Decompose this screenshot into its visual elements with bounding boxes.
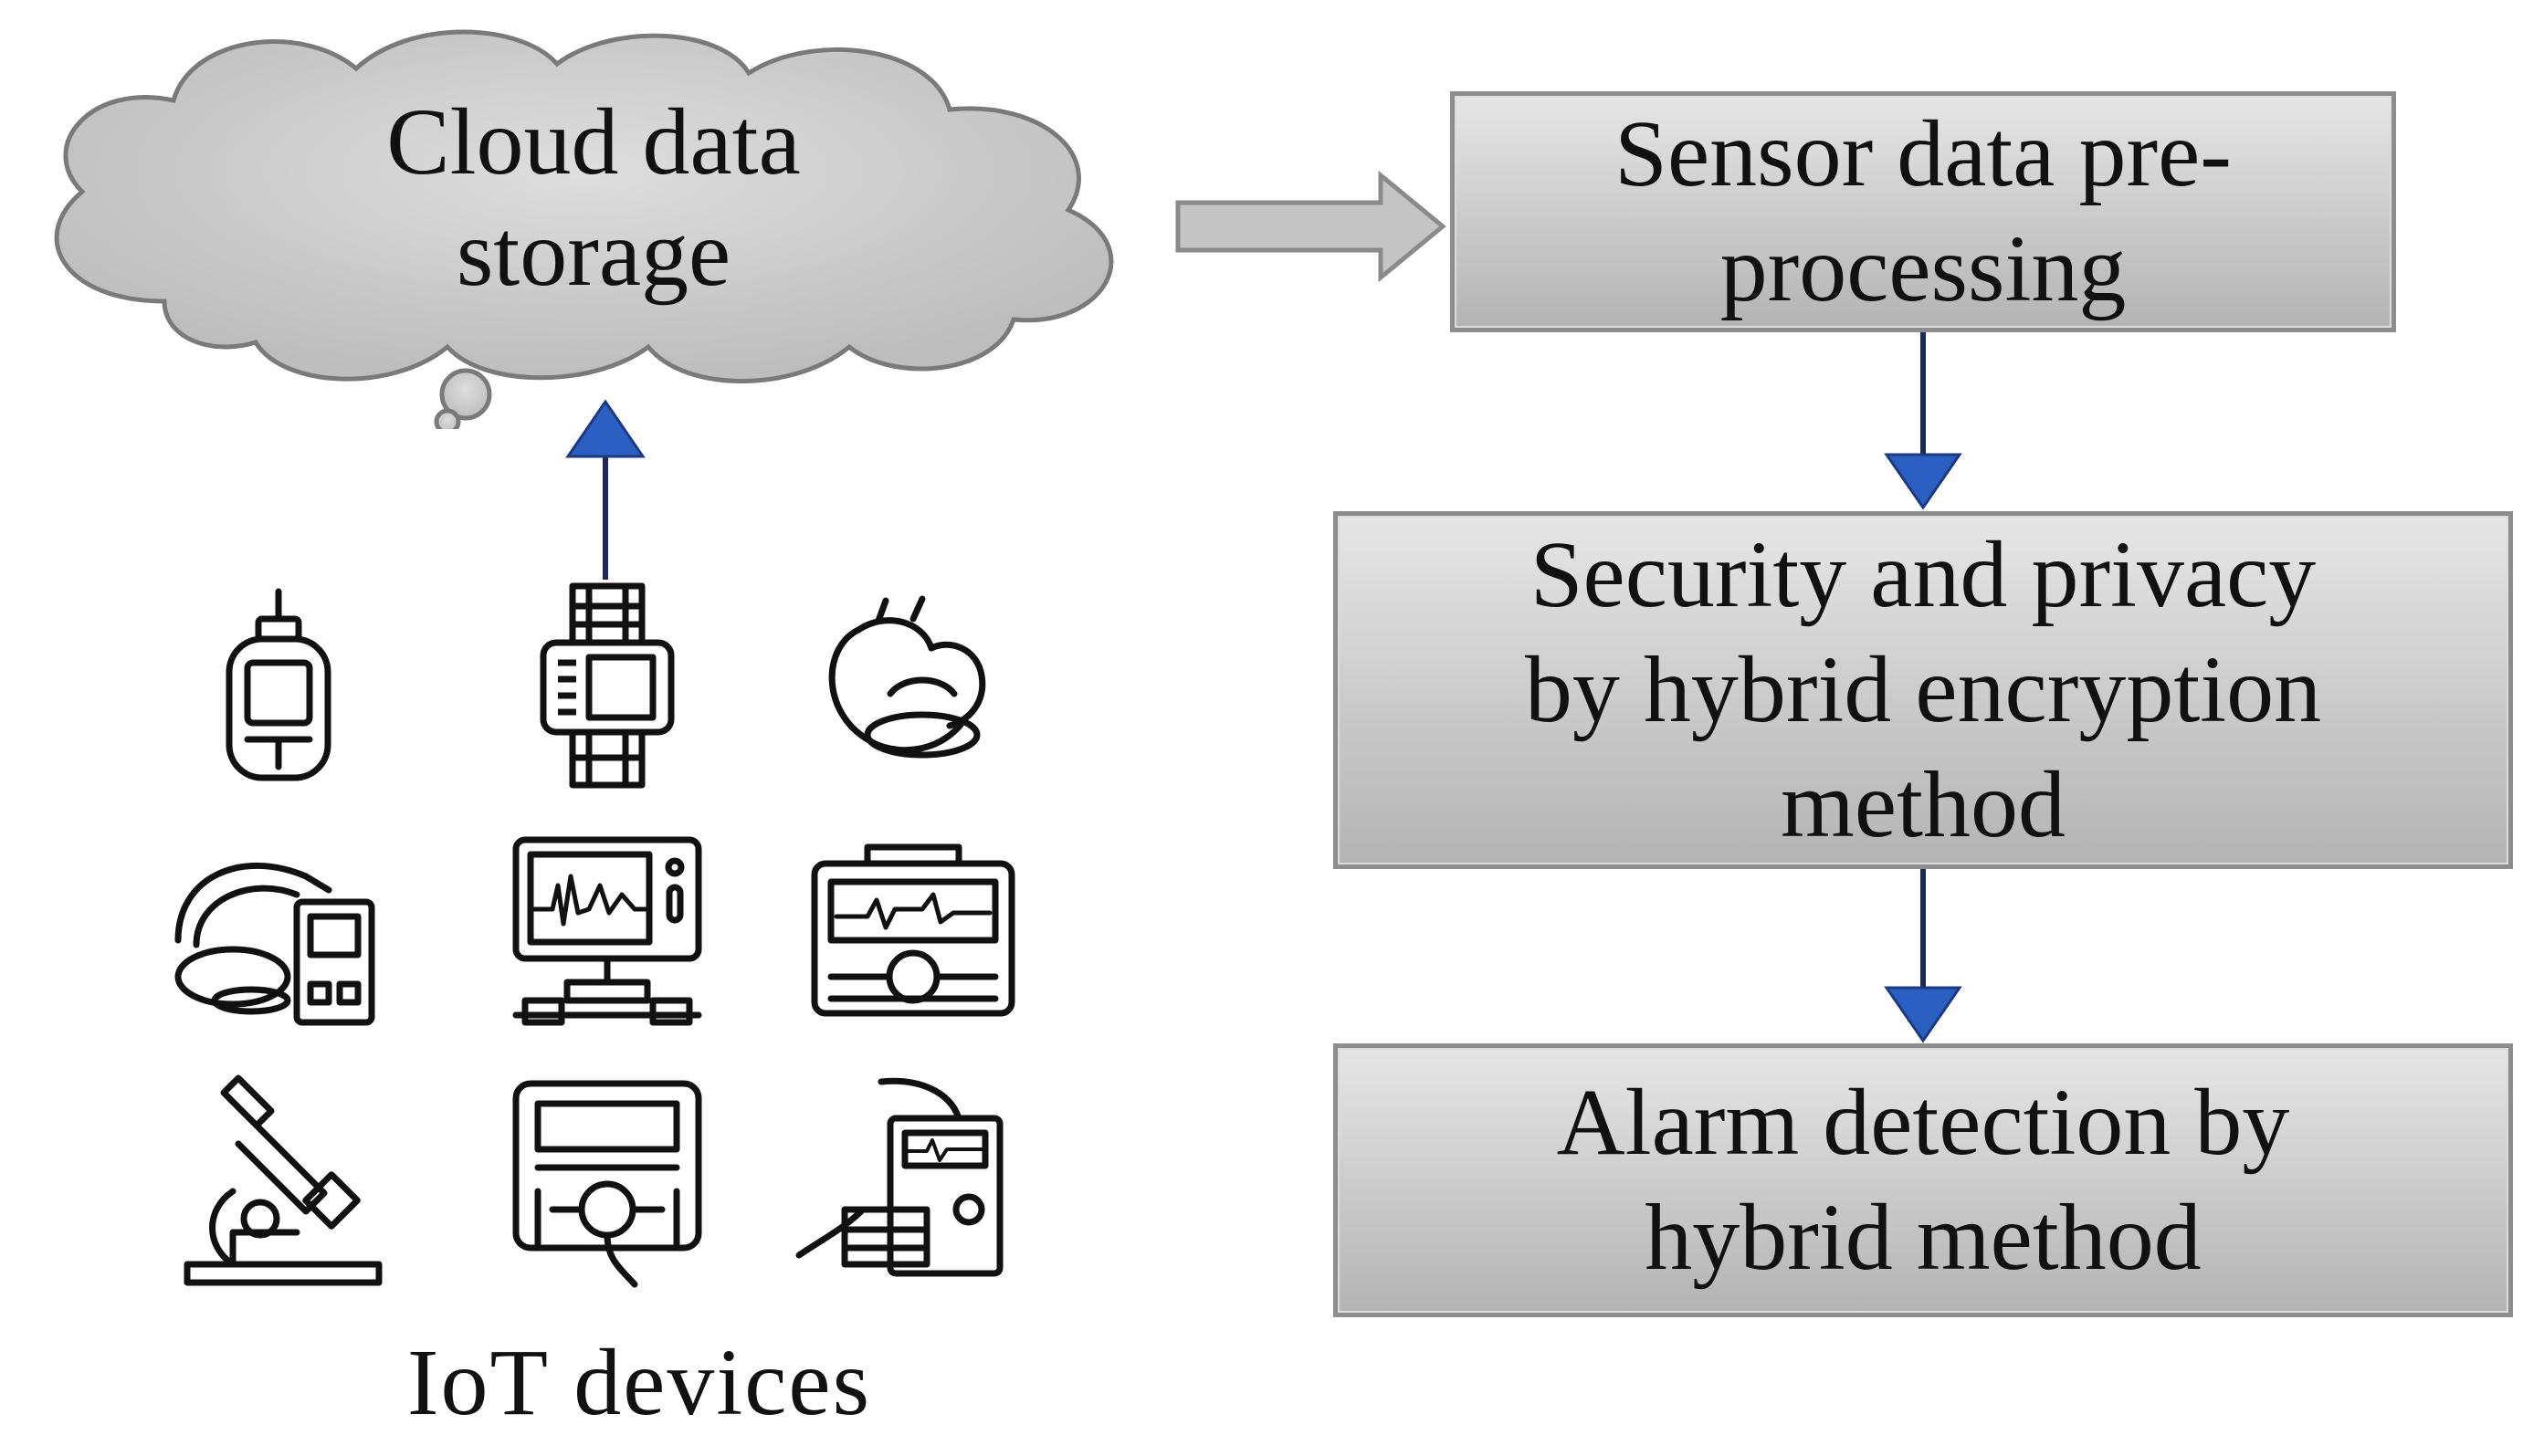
blood-pressure-monitor-icon [174,862,375,1026]
step-1-line-2: processing [1719,216,2127,321]
heart-icon [828,595,986,759]
cloud-label: Cloud data storage [27,87,1160,309]
microscope-icon [184,1074,383,1286]
step-1-line-1: Sensor data pre- [1614,101,2232,206]
glucose-meter-icon [226,588,331,781]
cloud-label-line-2: storage [456,201,731,306]
medical-scanner-icon [512,1080,702,1288]
alarm-detection-box: Alarm detection by hybrid method [1333,1043,2513,1317]
cloud-to-preprocessing-arrow [1175,170,1446,283]
cloud-data-storage: Cloud data storage [27,27,1178,435]
smartwatch-icon [540,582,675,789]
step-2-line-1: Security and privacy [1530,522,2317,627]
ecg-monitor-icon [512,836,702,1026]
preprocessing-to-security-arrow [1884,332,1962,510]
sensor-preprocessing-box: Sensor data pre- processing [1450,91,2396,332]
security-privacy-box: Security and privacy by hybrid encryptio… [1333,511,2513,869]
step-3-line-2: hybrid method [1645,1185,2202,1290]
patient-monitor-icon [795,1077,1004,1277]
defibrillator-icon [811,843,1015,1017]
iot-to-cloud-arrow [565,399,646,580]
security-to-alarm-arrow [1884,869,1962,1043]
step-2-line-3: method [1781,752,2066,857]
iot-devices-label: IoT devices [406,1330,872,1435]
cloud-icon [54,29,1114,435]
cloud-label-line-1: Cloud data [386,89,801,194]
step-2-line-2: by hybrid encryption [1524,637,2322,742]
step-3-line-1: Alarm detection by [1556,1070,2290,1175]
